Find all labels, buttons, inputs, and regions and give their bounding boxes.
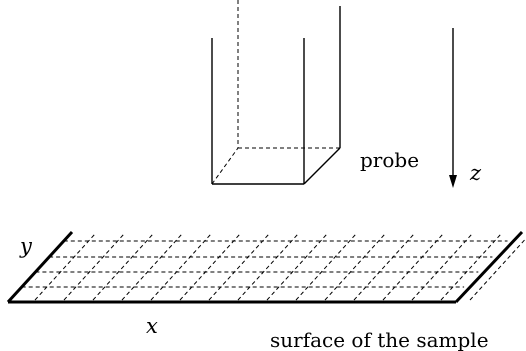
surface-grid-diagonal bbox=[63, 233, 125, 301]
surface-grid-diagonal bbox=[469, 237, 526, 301]
probe-hidden-left-bottom-edge bbox=[211, 147, 239, 185]
y-axis-label: y bbox=[19, 234, 33, 258]
sample-surface bbox=[6, 230, 526, 304]
surface-left-edge bbox=[6, 230, 74, 304]
surface-grid-diagonal bbox=[411, 233, 473, 301]
surface-grid-diagonal bbox=[324, 233, 386, 301]
surface-grid-diagonal bbox=[353, 233, 415, 301]
z-axis-label: z bbox=[469, 161, 482, 185]
surface-grid-diagonal bbox=[92, 233, 154, 301]
surface-grid-diagonal bbox=[266, 233, 328, 301]
surface-grid-diagonal bbox=[440, 233, 502, 301]
surface-grid-diagonal bbox=[295, 233, 357, 301]
surface-grid-diagonal bbox=[34, 233, 96, 301]
surface-right-edge bbox=[454, 230, 524, 304]
surface-label: surface of the sample bbox=[270, 328, 489, 351]
surface-grid-diagonal bbox=[237, 233, 299, 301]
surface-grid-diagonal bbox=[382, 233, 444, 301]
surface-dashed-grid bbox=[21, 233, 526, 301]
surface-grid-diagonal bbox=[150, 233, 212, 301]
surface-grid-diagonal bbox=[208, 233, 270, 301]
x-axis-label: x bbox=[146, 314, 158, 338]
z-axis-arrow bbox=[449, 28, 457, 188]
surface-grid-diagonal bbox=[121, 233, 183, 301]
probe bbox=[211, 0, 341, 185]
surface-grid-diagonal bbox=[179, 233, 241, 301]
probe-label: probe bbox=[360, 148, 419, 172]
probe-right-bottom-edge bbox=[303, 147, 341, 185]
